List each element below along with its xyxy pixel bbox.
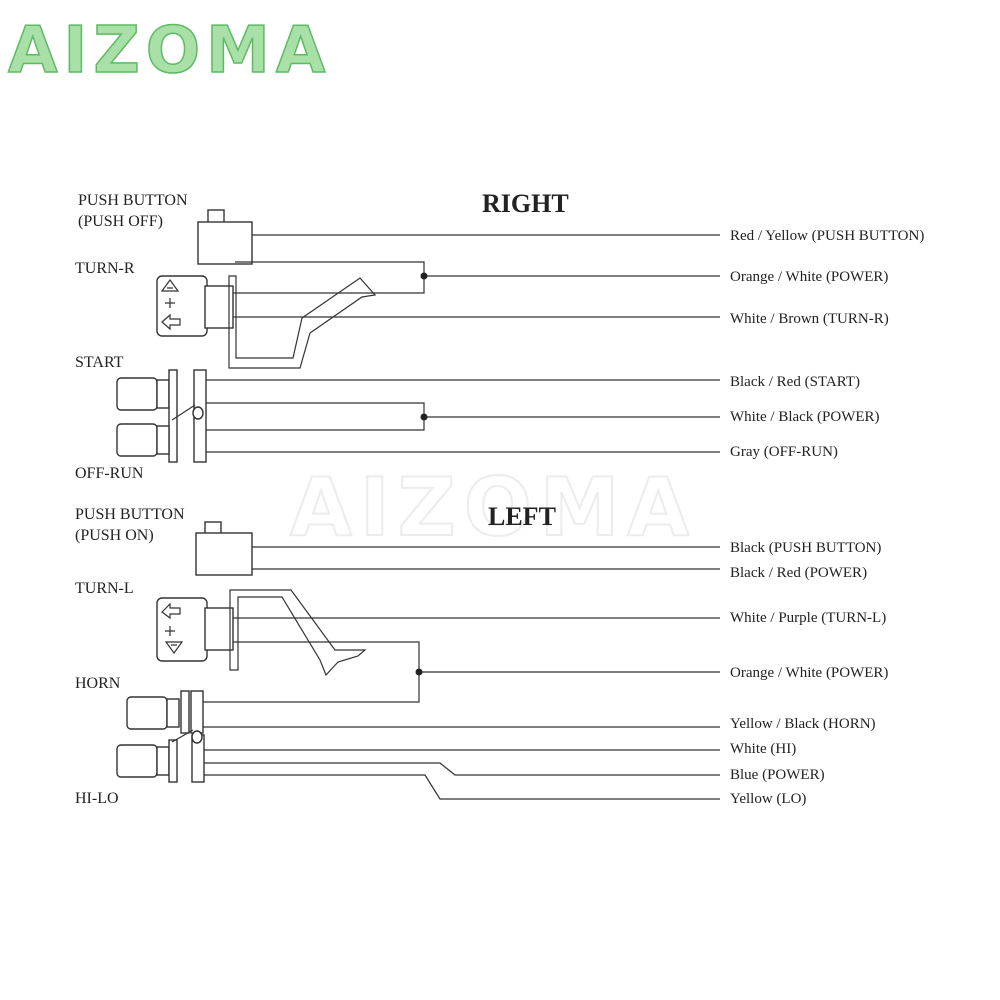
right-wires — [206, 234, 720, 453]
right-section-title: RIGHT — [482, 189, 569, 218]
wire-label: Red / Yellow (PUSH BUTTON) — [730, 228, 924, 244]
hi-lo-label: HI-LO — [75, 790, 119, 807]
right-push-off-label: (PUSH OFF) — [78, 213, 163, 230]
wire-label: Black / Red (START) — [730, 374, 860, 390]
watermark: AIZOMA — [290, 461, 697, 554]
wire-label: Black / Red (POWER) — [730, 565, 867, 581]
wire-label: Yellow / Black (HORN) — [730, 716, 876, 732]
turn-l-label: TURN-L — [75, 580, 134, 597]
start-label: START — [75, 354, 124, 371]
turn-r-switch-symbol — [156, 275, 377, 369]
horn-switch-symbol — [126, 690, 204, 734]
plus-icon — [165, 626, 175, 636]
turn-r-label: TURN-R — [75, 260, 135, 277]
left-wires — [203, 546, 720, 800]
left-arrow-icon — [161, 313, 181, 331]
hazard-icon — [164, 641, 184, 655]
wire-label: White / Brown (TURN-R) — [730, 311, 889, 327]
right-push-button-label: PUSH BUTTON — [78, 192, 188, 209]
hazard-icon — [160, 278, 180, 292]
left-arrow-icon — [161, 602, 181, 620]
brand-logo: AIZOMA — [8, 14, 331, 88]
wire-label: Black (PUSH BUTTON) — [730, 540, 881, 556]
horn-label: HORN — [75, 675, 121, 692]
left-push-button-label: PUSH BUTTON — [75, 506, 185, 523]
turn-l-switch-symbol — [156, 589, 367, 677]
wire-label: White (HI) — [730, 741, 796, 757]
left-push-on-label: (PUSH ON) — [75, 527, 154, 544]
plus-icon — [165, 298, 175, 308]
hi-lo-switch-symbol — [116, 729, 205, 783]
push-on-button-symbol — [195, 521, 253, 576]
wire-label: Orange / White (POWER) — [730, 269, 888, 285]
wire-label: White / Purple (TURN-L) — [730, 610, 886, 626]
wire-label: Blue (POWER) — [730, 767, 825, 783]
off-run-label: OFF-RUN — [75, 465, 144, 482]
wire-label: Orange / White (POWER) — [730, 665, 888, 681]
wire-label: Yellow (LO) — [730, 791, 806, 807]
wire-label: White / Black (POWER) — [730, 409, 880, 425]
left-section-title: LEFT — [488, 502, 556, 531]
off-run-switch-symbol — [116, 404, 204, 457]
wire-label: Gray (OFF-RUN) — [730, 444, 838, 460]
push-off-button-symbol — [197, 209, 253, 265]
